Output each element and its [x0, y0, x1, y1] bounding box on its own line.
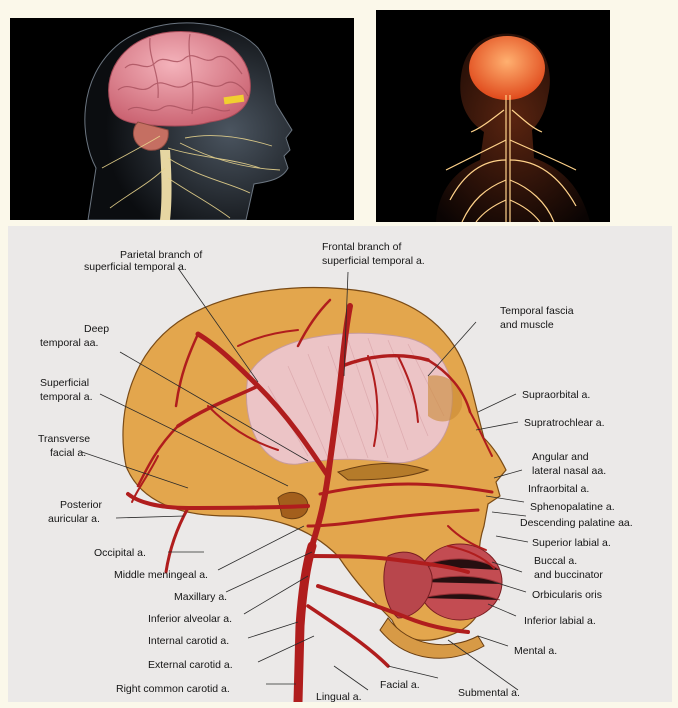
label-external-carotid: External carotid a. — [148, 659, 233, 671]
label-frontal-2: superficial temporal a. — [322, 255, 425, 267]
label-descending-palatine: Descending palatine aa. — [520, 517, 633, 529]
label-angular-2: lateral nasal aa. — [532, 465, 606, 477]
label-facial: Facial a. — [380, 679, 420, 691]
label-maxillary: Maxillary a. — [174, 591, 227, 603]
label-buccal-2: and buccinator — [534, 569, 603, 581]
label-supratrochlear: Supratrochlear a. — [524, 417, 605, 429]
label-sphenopalatine: Sphenopalatine a. — [530, 501, 615, 513]
label-inferior-labial: Inferior labial a. — [524, 615, 596, 627]
label-superficial-temporal-1: Superficial — [40, 377, 89, 389]
label-superficial-temporal-2: temporal a. — [40, 391, 93, 403]
head-profile-brain-illustration — [10, 18, 354, 220]
temporal-muscle — [246, 333, 452, 464]
label-internal-carotid: Internal carotid a. — [148, 635, 229, 647]
label-posterior-auricular-1: Posterior — [60, 499, 103, 511]
nervous-system-photo — [376, 10, 610, 222]
label-temporal-fascia-2: and muscle — [500, 319, 554, 331]
label-transverse-facial-2: facial a. — [50, 447, 86, 459]
brain-glow — [469, 36, 545, 100]
label-right-common-carotid: Right common carotid a. — [116, 683, 230, 695]
label-frontal-1: Frontal branch of — [322, 241, 401, 253]
label-middle-meningeal: Middle meningeal a. — [114, 569, 208, 581]
label-deep-temporal-1: Deep — [84, 323, 109, 335]
label-mental: Mental a. — [514, 645, 557, 657]
brain-head-photo — [10, 18, 354, 220]
label-buccal-1: Buccal a. — [534, 555, 577, 567]
label-supraorbital: Supraorbital a. — [522, 389, 590, 401]
upper-body-nervous-system-illustration — [376, 10, 610, 222]
label-orbicularis-oris: Orbicularis oris — [532, 589, 602, 601]
label-parietal-1: Parietal branch of — [120, 249, 202, 261]
head-arteries-illustration: Parietal branch of superficial temporal … — [8, 226, 672, 702]
label-occipital: Occipital a. — [94, 547, 146, 559]
label-lingual: Lingual a. — [316, 691, 362, 702]
label-deep-temporal-2: temporal aa. — [40, 337, 98, 349]
label-angular-1: Angular and — [532, 451, 589, 463]
label-submental: Submental a. — [458, 687, 520, 699]
label-transverse-facial-1: Transverse — [38, 433, 90, 445]
label-superior-labial: Superior labial a. — [532, 537, 611, 549]
spinal-cord — [160, 150, 172, 220]
label-temporal-fascia-1: Temporal fascia — [500, 305, 574, 317]
label-inferior-alveolar: Inferior alveolar a. — [148, 613, 232, 625]
head-arteries-diagram: Parietal branch of superficial temporal … — [8, 226, 672, 702]
label-infraorbital: Infraorbital a. — [528, 483, 589, 495]
label-posterior-auricular-2: auricular a. — [48, 513, 100, 525]
label-parietal-2: superficial temporal a. — [84, 261, 187, 273]
